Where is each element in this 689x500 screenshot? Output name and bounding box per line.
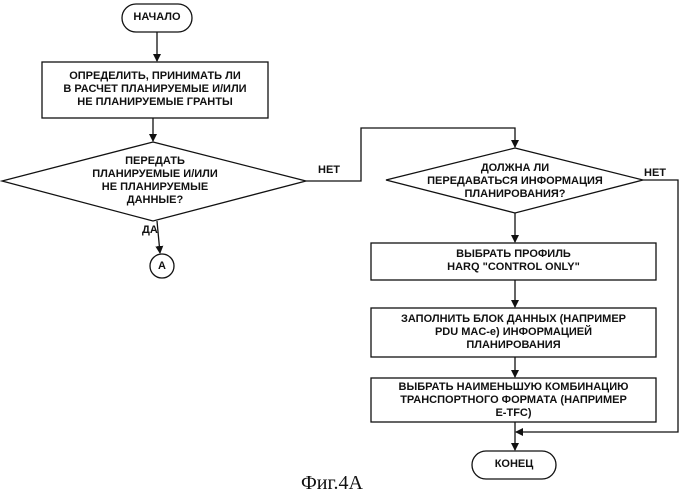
transmit-question-label: ПЕРЕДАТЬ ПЛАНИРУЕМЫЕ И/ИЛИ НЕ ПЛАНИРУЕМЫ… <box>60 155 250 207</box>
fill-block-label: ЗАПОЛНИТЬ БЛОК ДАННЫХ (НАПРИМЕР PDU MAC-… <box>371 313 656 352</box>
sched-no-label: НЕТ <box>644 167 666 179</box>
select-tfc-label: ВЫБРАТЬ НАИМЕНЬШУЮ КОМБИНАЦИЮ ТРАНСПОРТН… <box>371 381 656 420</box>
sched-question-label: ДОЛЖНА ЛИ ПЕРЕДАВАТЬСЯ ИНФОРМАЦИЯ ПЛАНИР… <box>410 162 620 201</box>
determine-label: ОПРЕДЕЛИТЬ, ПРИНИМАТЬ ЛИ В РАСЧЕТ ПЛАНИР… <box>42 70 268 109</box>
connector-a-label: A <box>150 260 174 273</box>
end-label: КОНЕЦ <box>472 458 556 471</box>
start-label: НАЧАЛО <box>122 11 192 24</box>
transmit-no-label: НЕТ <box>318 164 340 176</box>
transmit-yes-label: ДА <box>142 224 158 236</box>
select-profile-label: ВЫБРАТЬ ПРОФИЛЬ HARQ "CONTROL ONLY" <box>371 248 656 274</box>
figure-caption: Фиг.4А <box>301 472 363 495</box>
